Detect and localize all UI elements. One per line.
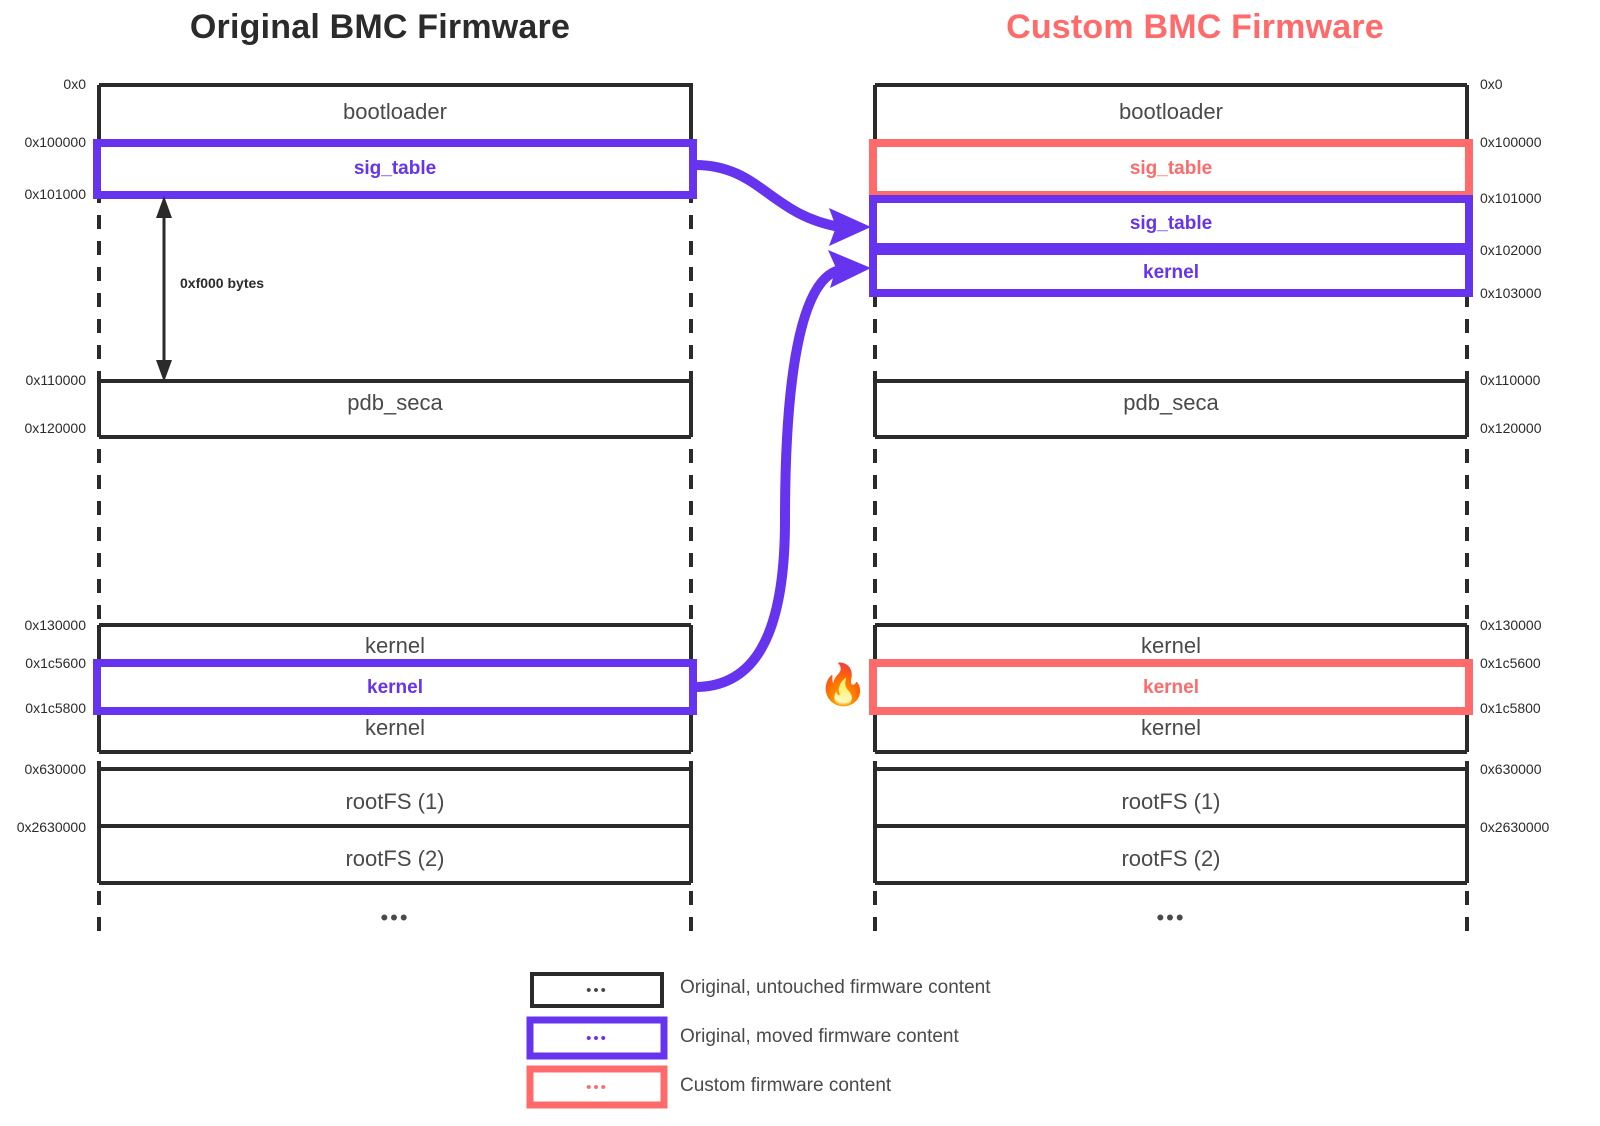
right-addr-7: 0x130000 bbox=[1480, 617, 1542, 633]
right-addr-1: 0x100000 bbox=[1480, 134, 1542, 150]
legend-swatch-moved bbox=[526, 1016, 668, 1060]
left-addr-9: 0x2630000 bbox=[16, 819, 86, 835]
legend-dots-untouched: ••• bbox=[586, 982, 608, 999]
legend-dots-moved: ••• bbox=[586, 1030, 608, 1047]
left-addr-4: 0x120000 bbox=[24, 420, 86, 436]
left-label-rootfs-2: rootFS (2) bbox=[345, 846, 445, 871]
right-addr-11: 0x2630000 bbox=[1480, 819, 1550, 835]
left-ellipsis: ••• bbox=[380, 905, 410, 930]
left-label-kernel-moved: kernel bbox=[367, 677, 423, 698]
left-label-pdb-seca: pdb_seca bbox=[347, 390, 443, 415]
arrow-kernel-move bbox=[690, 265, 845, 692]
left-dimension-label: 0xf000 bytes bbox=[180, 275, 265, 291]
left-addr-5: 0x130000 bbox=[24, 617, 86, 633]
arrow-kernel-head bbox=[828, 250, 871, 288]
right-label-sig-table-custom: sig_table bbox=[1129, 158, 1213, 179]
arrow-sig-table-move bbox=[690, 160, 845, 232]
right-label-pdb-seca: pdb_seca bbox=[1123, 390, 1219, 415]
left-label-bootloader: bootloader bbox=[343, 99, 447, 124]
legend-dots-custom: ••• bbox=[586, 1079, 608, 1096]
right-addr-4: 0x103000 bbox=[1480, 285, 1542, 301]
right-addr-10: 0x630000 bbox=[1480, 761, 1542, 777]
legend-swatch-custom bbox=[526, 1065, 668, 1109]
left-addr-3: 0x110000 bbox=[25, 372, 86, 388]
right-section-kernel-moved bbox=[869, 247, 1473, 297]
right-section-kernel-custom bbox=[869, 659, 1473, 715]
left-label-rootfs-1: rootFS (1) bbox=[345, 789, 445, 814]
arrow-sig-table-head bbox=[829, 208, 871, 246]
right-addr-0: 0x0 bbox=[1480, 76, 1503, 92]
left-label-sig-table-moved: sig_table bbox=[353, 158, 437, 179]
left-addr-0: 0x0 bbox=[63, 76, 86, 92]
legend-label-moved: Original, moved firmware content bbox=[680, 1026, 959, 1047]
left-addr-1: 0x100000 bbox=[24, 134, 86, 150]
right-addr-3: 0x102000 bbox=[1480, 242, 1542, 258]
right-addr-9: 0x1c5800 bbox=[1480, 700, 1541, 716]
right-label-rootfs-1: rootFS (1) bbox=[1121, 789, 1221, 814]
left-addr-7: 0x1c5800 bbox=[25, 700, 86, 716]
right-diagram-frame bbox=[869, 83, 1473, 935]
left-addr-2: 0x101000 bbox=[24, 186, 86, 202]
legend-label-untouched: Original, untouched firmware content bbox=[680, 977, 991, 998]
left-label-kernel-bottom: kernel bbox=[365, 715, 425, 740]
left-addr-6: 0x1c5600 bbox=[25, 655, 86, 671]
move-arrows bbox=[690, 160, 871, 692]
right-label-kernel-custom: kernel bbox=[1143, 677, 1199, 698]
left-label-kernel-top: kernel bbox=[365, 633, 425, 658]
right-label-kernel-bottom: kernel bbox=[1141, 715, 1201, 740]
right-label-rootfs-2: rootFS (2) bbox=[1121, 846, 1221, 871]
right-addr-2: 0x101000 bbox=[1480, 190, 1542, 206]
left-addr-8: 0x630000 bbox=[24, 761, 86, 777]
legend-label-custom: Custom firmware content bbox=[680, 1075, 892, 1096]
right-label-sig-table-moved: sig_table bbox=[1129, 213, 1213, 234]
left-dimension-arrow bbox=[156, 196, 172, 382]
right-addr-8: 0x1c5600 bbox=[1480, 655, 1541, 671]
right-label-bootloader: bootloader bbox=[1119, 99, 1223, 124]
right-diagram-title: Custom BMC Firmware bbox=[1006, 8, 1384, 46]
fire-icon: 🔥 bbox=[818, 663, 868, 707]
legend-swatches bbox=[526, 972, 668, 1109]
right-label-kernel-top: kernel bbox=[1141, 633, 1201, 658]
right-addr-5: 0x110000 bbox=[1480, 372, 1541, 388]
legend-swatch-untouched bbox=[530, 972, 664, 1008]
left-diagram-title: Original BMC Firmware bbox=[189, 8, 571, 46]
right-ellipsis: ••• bbox=[1156, 905, 1186, 930]
right-label-kernel-moved: kernel bbox=[1143, 262, 1199, 283]
right-addr-6: 0x120000 bbox=[1480, 420, 1542, 436]
